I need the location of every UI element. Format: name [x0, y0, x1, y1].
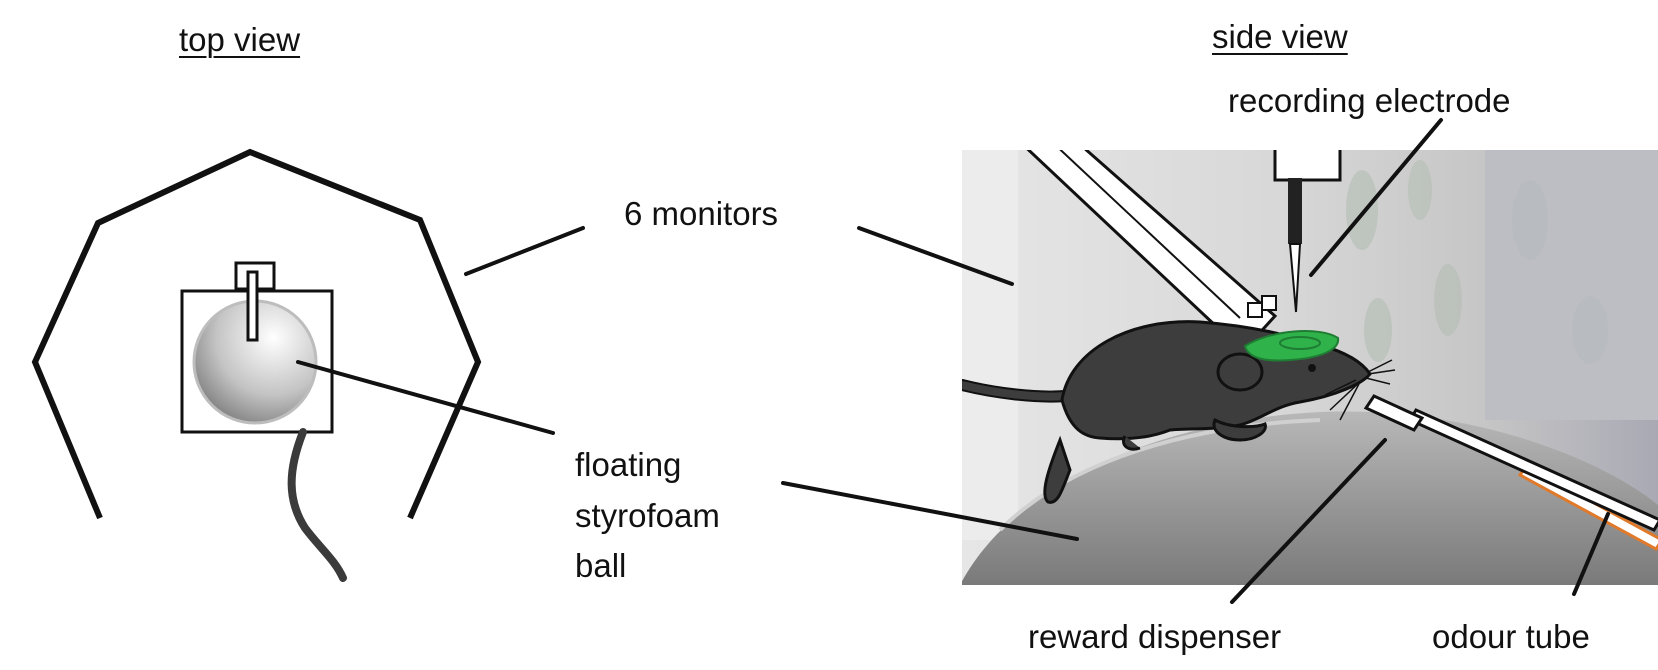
head-fixation-arm — [1026, 150, 1278, 340]
top-view — [31, 148, 482, 582]
top-view-heading: top view — [179, 21, 301, 58]
monitors-label: 6 monitors — [624, 195, 779, 232]
mouse-fore-leg — [1212, 417, 1267, 442]
arm-inner-edge — [1059, 150, 1241, 319]
ball-label-line3: ball — [575, 547, 627, 584]
leader-lines — [296, 118, 1610, 604]
electrode-tip — [1288, 243, 1302, 313]
head-post-rod — [246, 270, 259, 342]
ball-highlight — [998, 418, 1321, 532]
mouse-eye — [1308, 364, 1316, 372]
monitors-leader-left — [464, 226, 585, 276]
reward-dispenser-nozzle — [1363, 394, 1425, 432]
ball-label-line1: floating — [575, 446, 682, 483]
whiskers — [1324, 359, 1396, 421]
arm-screw-1 — [1247, 302, 1263, 318]
monitors-leader-right — [857, 226, 1014, 286]
ball-leader-side — [781, 481, 1079, 541]
air-hose — [287, 428, 347, 582]
electrode-leader — [1309, 118, 1443, 277]
ball-label-line2: styrofoam — [575, 497, 720, 534]
monitors-outline — [31, 148, 482, 520]
ball-leader-top — [296, 360, 555, 435]
arm-screw-2 — [1261, 295, 1277, 311]
side-view — [962, 150, 1658, 585]
electrode-holder — [1273, 150, 1342, 182]
electrode-shaft — [1288, 178, 1302, 244]
monitor-panel-left — [962, 150, 1018, 540]
mouse-hind-leg — [1043, 435, 1072, 504]
visual-stimulus — [1346, 160, 1608, 364]
mouse-ear — [1216, 352, 1264, 392]
reward-leader — [1230, 438, 1387, 604]
electrode-label: recording electrode — [1228, 82, 1511, 119]
reward-label: reward dispenser — [1028, 618, 1282, 655]
odour-label: odour tube — [1432, 618, 1590, 655]
side-view-heading: side view — [1212, 18, 1348, 55]
odour-leader — [1572, 512, 1610, 596]
monitor-panel-right — [1485, 150, 1658, 420]
